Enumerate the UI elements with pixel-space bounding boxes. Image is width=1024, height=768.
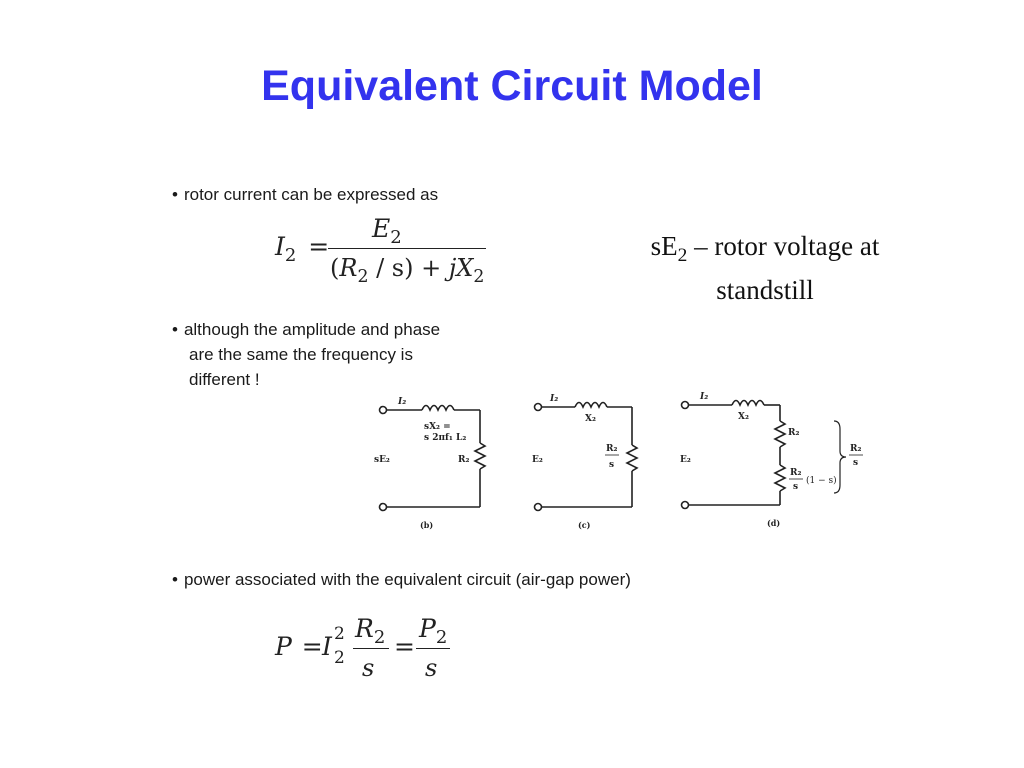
- eq-current-equals: =: [308, 232, 330, 261]
- note-prefix: sE: [650, 231, 678, 261]
- eq-power-current-sub: 2: [334, 648, 345, 668]
- bullet-frequency: • although the amplitude and phase are th…: [172, 317, 440, 392]
- circuit-d-brace-num: R₂: [850, 444, 861, 454]
- circuit-d-reactance-label: X₂: [738, 412, 749, 422]
- eq-current-num-var: E: [372, 214, 391, 243]
- eq-current-lhs: I2 =: [275, 232, 330, 266]
- eq-power-fraction-bar-2: [416, 648, 450, 649]
- circuit-d-caption: (d): [767, 518, 780, 528]
- eq-current-fraction-bar: [328, 248, 486, 249]
- note-sub: 2: [677, 245, 688, 267]
- bullet-frequency-line-3: different !: [189, 370, 260, 389]
- circuit-b-source-label: sE₂: [374, 455, 390, 465]
- bullet-dot: •: [172, 185, 178, 204]
- bullet-power-text: power associated with the equivalent cir…: [183, 570, 631, 589]
- bullet-frequency-line-2: are the same the frequency is: [189, 345, 413, 364]
- eq-current-den-mid: / s) +: [368, 254, 449, 282]
- eq-current-num-sub: 2: [390, 226, 402, 248]
- bullet-dot: •: [172, 320, 178, 339]
- eq-power-lhs: P =: [275, 632, 323, 661]
- circuit-d-current-label: I₂: [699, 392, 708, 402]
- circuit-d-resistance-den: s: [793, 482, 798, 492]
- circuit-c-resistance-num: R₂: [606, 444, 617, 454]
- eq-power-den-2: s: [425, 654, 438, 682]
- eq-power-num-2: P2: [419, 614, 447, 648]
- eq-current-lhs-var: I: [275, 232, 285, 261]
- circuit-b-caption: (b): [420, 520, 433, 530]
- eq-power-num-1-sub: 2: [373, 626, 386, 648]
- bullet-power: • power associated with the equivalent ci…: [172, 567, 631, 592]
- eq-power-num-1: R2: [355, 614, 385, 648]
- eq-current-numerator: E2: [372, 214, 402, 248]
- bullet-rotor-current: • rotor current can be expressed as: [172, 182, 438, 207]
- rotor-voltage-note: sE2 – rotor voltage at standstill: [600, 226, 930, 310]
- eq-power-current-var: I: [322, 632, 332, 661]
- bullet-frequency-line-1: • although the amplitude and phase: [172, 317, 440, 342]
- circuit-c-current-label: I₂: [549, 394, 558, 404]
- circuit-b-reactance-line-1: sX₂ =: [424, 422, 451, 432]
- circuit-d-source-label: E₂: [680, 455, 691, 465]
- circuit-d-resistance-num: R₂: [790, 468, 801, 478]
- eq-current-den-sub1: 2: [357, 266, 369, 287]
- circuit-d-resistance-tail: (1 − s): [806, 475, 837, 486]
- eq-power-den-1: s: [362, 654, 375, 682]
- equivalent-circuits-figure: I₂ sX₂ = s 2πf₁ L₂ R₂ sE₂ (b) I₂ X₂ R₂ s…: [374, 392, 863, 530]
- circuit-c-resistance-den: s: [609, 460, 614, 470]
- eq-power-equals-2: =: [394, 632, 415, 661]
- circuit-b-resistance-label: R₂: [458, 455, 469, 465]
- eq-power-current-sup: 2: [334, 624, 345, 644]
- eq-current-den-open: (: [330, 254, 340, 282]
- eq-current-den-var2: jX: [448, 254, 474, 282]
- note-line-2: standstill: [716, 275, 814, 305]
- eq-power-num-2-var: P: [419, 614, 436, 643]
- eq-current-den-var1: R: [339, 254, 358, 282]
- circuit-c-source-label: E₂: [532, 455, 543, 465]
- eq-current-denominator: (R2 / s) + jX2: [330, 254, 484, 287]
- circuit-b-current-label: I₂: [397, 397, 406, 407]
- circuit-d-resistance-top: R₂: [788, 428, 799, 438]
- circuit-c-reactance-label: X₂: [585, 414, 596, 424]
- circuit-d-wiring: [680, 399, 847, 510]
- eq-current-den-sub2: 2: [473, 266, 485, 287]
- bullet-dot: •: [172, 570, 178, 589]
- note-line-1: sE2 – rotor voltage at: [600, 226, 930, 270]
- eq-power-fraction-bar-1: [353, 648, 389, 649]
- eq-power-num-2-sub: 2: [435, 626, 448, 648]
- slide-title: Equivalent Circuit Model: [261, 62, 763, 110]
- bullet-rotor-current-text: rotor current can be expressed as: [183, 185, 439, 204]
- eq-current-lhs-sub: 2: [284, 244, 297, 266]
- eq-power-lhs-var: P: [275, 632, 292, 661]
- note-suffix: – rotor voltage at: [687, 231, 880, 261]
- eq-power-num-1-var: R: [355, 614, 374, 643]
- circuit-b-wiring: [378, 404, 487, 512]
- eq-power-equals-1: =: [301, 632, 323, 661]
- eq-power-current-term: I: [322, 632, 332, 661]
- bullet-frequency-text-1: although the amplitude and phase: [183, 320, 441, 339]
- circuit-c-wiring: [533, 401, 639, 512]
- circuit-d-brace-den: s: [853, 458, 858, 468]
- circuit-c-caption: (c): [578, 520, 591, 530]
- circuit-b-reactance-line-2: s 2πf₁ L₂: [424, 433, 466, 443]
